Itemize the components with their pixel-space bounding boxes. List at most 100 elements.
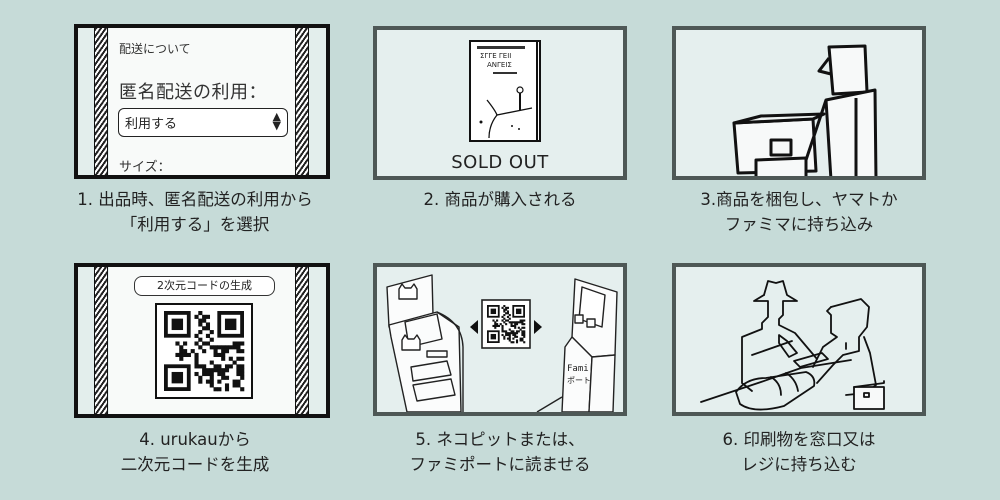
qr-module [221,345,226,350]
qr-module [209,375,214,380]
qr-module [194,364,199,369]
qr-module [523,341,526,344]
qr-module [517,330,520,333]
qr-module [228,356,233,361]
qr-module [202,314,207,319]
qr-module [521,321,524,324]
qr-module [209,330,214,335]
field-label: 匿名配送の利用： [119,82,267,103]
qr-module [240,341,245,346]
qr-module [515,330,519,333]
qr-module [202,349,207,354]
phone-edge-left [94,28,108,175]
qr-module [523,335,526,338]
caption-line: 2. 商品が購入される [423,190,577,209]
svg-text:ΑΝΓΕΙΣ: ΑΝΓΕΙΣ [487,61,512,69]
qr-module [240,356,245,361]
qr-module [236,341,241,346]
qr-module [198,345,203,350]
qr-module [232,379,237,384]
qr-module [512,330,515,333]
caption-line: ファミマに持ち込み [724,215,874,234]
qr-module [179,345,184,350]
qr-module [515,321,519,324]
section-label: 配送について [119,42,191,56]
qr-module [217,352,222,358]
caption-line: 3.商品を梱包し、ヤマトか [700,190,898,209]
qr-module [506,337,510,340]
qr-module [521,333,524,337]
qr-module [496,324,499,328]
step2-panel: ΣΓΓΕ ΓΕΙΙ ΑΝΓΕΙΣ SOLD OUT [373,26,627,180]
qr-module [236,383,241,388]
qr-module [508,321,511,324]
qr-module [217,368,222,373]
qr-module [510,321,513,324]
qr-module [213,349,218,354]
counter-handover-icon [700,280,885,411]
qr-module [514,321,517,324]
qr-module [514,333,517,337]
qr-module [240,364,245,369]
qr-module [506,332,510,335]
qr-module [236,349,241,354]
kiosk-machines-icon: Fami ポート [386,274,618,412]
caption-line: ファミポートに読ませる [409,455,591,474]
qr-module [494,321,497,324]
qr-module [515,332,519,335]
qr-module [213,345,218,350]
qr-module [503,314,506,317]
caption-line: 二次元コードを生成 [120,455,270,474]
qr-module [505,308,508,311]
qr-finder-pattern [490,333,497,340]
qr-module [236,368,241,373]
qr-module [501,306,504,309]
qr-module [240,371,245,377]
qr-module [505,323,508,326]
qr-module [194,341,199,346]
qr-module [521,319,524,322]
qr-module [508,339,511,342]
qr-module [514,326,517,329]
qr-module [496,323,499,326]
qr-module [505,333,508,337]
qr-module [202,326,207,331]
anonymous-shipping-select[interactable]: 利用する ▲▼ [118,108,288,137]
qr-module [198,322,203,327]
qr-module [517,326,520,329]
qr-module [205,326,211,331]
qr-module [194,333,199,338]
step5-caption: 5. ネコピットまたは、 ファミポートに読ませる [350,427,650,477]
qr-module [514,323,517,326]
phone-screen: 配送について 匿名配送の利用： 利用する ▲▼ サイズ： [109,28,295,175]
famiport-label: Fami [567,364,589,374]
qr-module [512,333,515,337]
qr-module [213,364,218,369]
qr-module [240,375,245,380]
qr-module [198,375,203,380]
qr-module [236,364,241,369]
qr-module [503,335,506,338]
qr-module [501,333,504,337]
qr-module [499,323,502,326]
caption-line: レジに持ち込む [741,455,857,474]
step2-caption: 2. 商品が購入される [350,187,650,212]
qr-module [508,333,511,337]
qr-module [501,319,504,322]
qr-module [175,352,180,358]
qr-module [523,332,526,335]
qr-module [501,315,504,318]
qr-module [228,345,233,350]
qr-module [213,352,218,358]
qr-module [503,337,506,340]
phone-screen: 2次元コードの生成 [109,267,295,414]
step6-caption: 6. 印刷物を窓口又は レジに持ち込む [649,427,949,477]
qr-module [505,312,508,315]
generate-qr-button[interactable]: 2次元コードの生成 [134,276,275,296]
qr-module [202,364,207,369]
svg-text:ΣΓΓΕ ΓΕΙΙ: ΣΓΓΕ ΓΕΙΙ [480,52,511,60]
qr-module [523,319,526,322]
qr-module [508,314,511,317]
qr-module [236,379,241,384]
qr-module [512,321,515,324]
